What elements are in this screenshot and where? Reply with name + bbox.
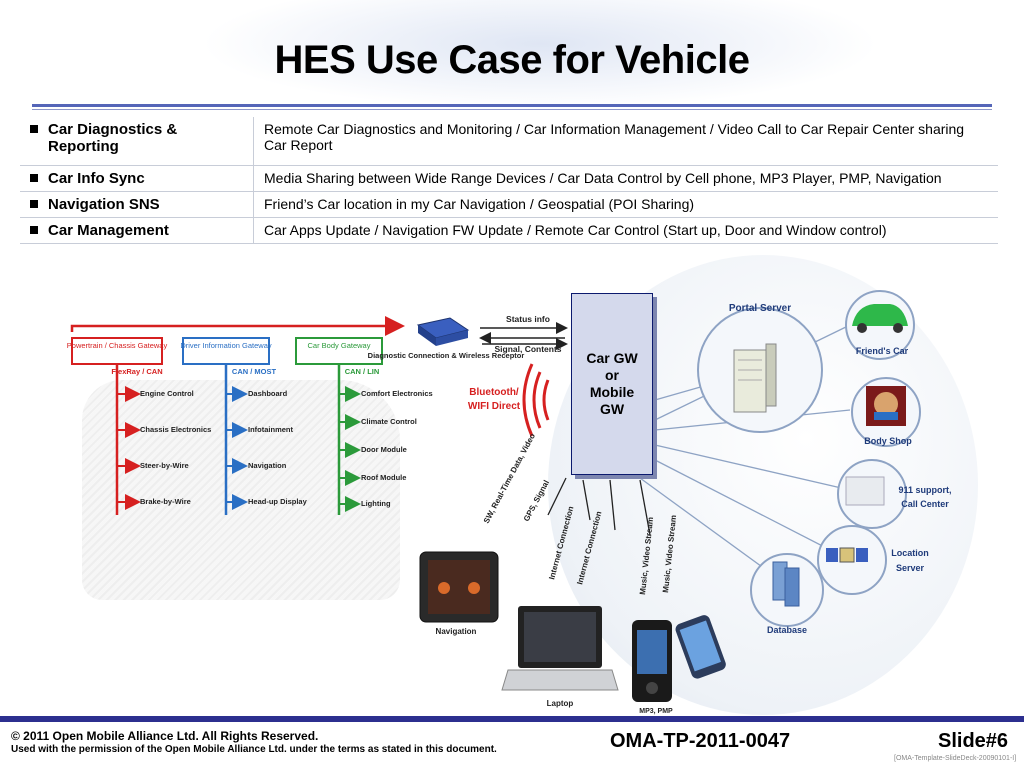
use-case-category: Car Diagnostics & Reporting	[48, 121, 178, 155]
signal-contents-label: Signal, Contents	[494, 344, 561, 354]
portal-server-icon	[733, 343, 777, 413]
roof-module-label: Roof Module	[361, 473, 406, 482]
satellite-icon	[826, 547, 868, 563]
dashboard-label: Dashboard	[248, 389, 288, 398]
brake-by-wire-label: Brake-by-Wire	[140, 497, 191, 506]
call-center-label: Call Center	[901, 499, 949, 509]
smartphone-icon	[675, 615, 726, 679]
diagnostic-connector-icon	[416, 317, 470, 346]
bluetooth-label: Bluetooth/	[469, 387, 519, 398]
table-row: Car Diagnostics & Reporting Remote Car D…	[20, 117, 998, 166]
call-center-icon	[845, 476, 885, 506]
flexray-can-label: FlexRay / CAN	[111, 367, 162, 376]
use-case-category: Navigation SNS	[48, 196, 160, 213]
gw-label-line4: GW	[599, 401, 625, 417]
template-id: [OMA-Template-SlideDeck-20090101-I]	[894, 755, 1017, 762]
use-case-description: Remote Car Diagnostics and Monitoring / …	[253, 117, 998, 166]
mp3-player-icon	[632, 620, 672, 702]
location-server-label: Server	[896, 563, 925, 573]
copyright-text: © 2011 Open Mobile Alliance Ltd. All Rig…	[11, 729, 319, 743]
laptop-icon	[501, 606, 619, 691]
car-icon	[852, 304, 908, 333]
car-gw-box: Car GW or Mobile GW	[571, 293, 653, 475]
footer-bar	[0, 716, 1024, 722]
location-label: Location	[891, 548, 929, 558]
laptop-label: Laptop	[547, 699, 574, 708]
table-row: Car Info Sync Media Sharing between Wide…	[20, 165, 998, 192]
document-id: OMA-TP-2011-0047	[610, 730, 791, 752]
navigation-device-label: Navigation	[436, 627, 477, 636]
door-module-label: Door Module	[361, 445, 407, 454]
lighting-label: Lighting	[361, 499, 391, 508]
infotainment-label: Infotainment	[248, 425, 293, 434]
page-title: HES Use Case for Vehicle	[274, 38, 750, 82]
internet-flow-label-1: Internet Connection	[547, 505, 575, 580]
bullet-icon	[30, 174, 38, 182]
can-most-label: CAN / MOST	[232, 367, 277, 376]
internet-flow-label-2: Internet Connection	[575, 510, 603, 585]
driver-info-gateway-label: Driver Information Gateway	[180, 341, 272, 350]
wireless-signal-icon	[522, 363, 550, 437]
support-label: 911 support,	[898, 485, 951, 495]
gw-label-line2: or	[605, 367, 619, 383]
car-body-gateway-box	[295, 337, 383, 365]
can-lin-label: CAN / LIN	[345, 367, 380, 376]
music-flow-label-2: Music, Video Stream	[661, 515, 678, 594]
chassis-electronics-label: Chassis Electronics	[140, 425, 211, 434]
use-case-description: Car Apps Update / Navigation FW Update /…	[253, 217, 998, 244]
mp3-label: MP3, PMP	[639, 708, 673, 715]
gw-label-line1: Car GW	[586, 350, 638, 366]
use-case-description: Friend’s Car location in my Car Navigati…	[253, 191, 998, 218]
engine-control-label: Engine Control	[140, 389, 194, 398]
music-flow-label-1: Music, Video Stream	[638, 517, 655, 596]
friends-car-label: Friend's Car	[856, 346, 909, 356]
wifi-direct-label: WIFI Direct	[468, 401, 521, 412]
use-case-category: Car Info Sync	[48, 170, 145, 187]
title-rule	[32, 104, 992, 107]
steer-by-wire-label: Steer-by-Wire	[140, 461, 189, 470]
comfort-electronics-label: Comfort Electronics	[361, 389, 433, 398]
use-case-category: Car Management	[48, 222, 169, 239]
use-case-table: Car Diagnostics & Reporting Remote Car D…	[20, 117, 998, 244]
bullet-icon	[30, 125, 38, 133]
diag-connection-label: Diagnostic Connection & Wireless Recepto…	[368, 351, 525, 360]
powertrain-gateway-label: Powertrain / Chassis Gateway	[67, 341, 168, 350]
navigation-device-icon	[419, 551, 499, 623]
bullet-icon	[30, 200, 38, 208]
svg-text:Diagnostic Connection & Wirele: Diagnostic Connection & Wireless Recepto…	[368, 351, 525, 360]
status-info-label: Status info	[506, 314, 550, 324]
database-icon	[772, 561, 800, 607]
title-glow	[200, 0, 880, 110]
gps-flow-label: GPS, Signal	[522, 479, 551, 523]
permission-text: Used with the permission of the Open Mob…	[11, 744, 497, 755]
title-rule-thin	[32, 109, 992, 110]
portal-server-label: Portal Server	[729, 303, 791, 314]
table-row: Car Management Car Apps Update / Navigat…	[20, 217, 998, 244]
car-body-gateway-label: Car Body Gateway	[308, 341, 371, 350]
bus-link-line	[70, 316, 405, 336]
driver-info-gateway-box	[182, 337, 270, 365]
navigation-label: Navigation	[248, 461, 287, 470]
head-up-display-label: Head-up Display	[248, 497, 308, 506]
gw-label-line3: Mobile	[589, 384, 635, 400]
use-case-description: Media Sharing between Wide Range Devices…	[253, 165, 998, 192]
climate-control-label: Climate Control	[361, 417, 417, 426]
mechanic-icon	[866, 386, 906, 426]
body-shop-label: Body Shop	[864, 436, 912, 446]
bullet-icon	[30, 226, 38, 234]
powertrain-gateway-box	[71, 337, 163, 365]
table-row: Navigation SNS Friend’s Car location in …	[20, 191, 998, 218]
database-label: Database	[767, 625, 807, 635]
slide-number: Slide#6	[938, 730, 1009, 752]
